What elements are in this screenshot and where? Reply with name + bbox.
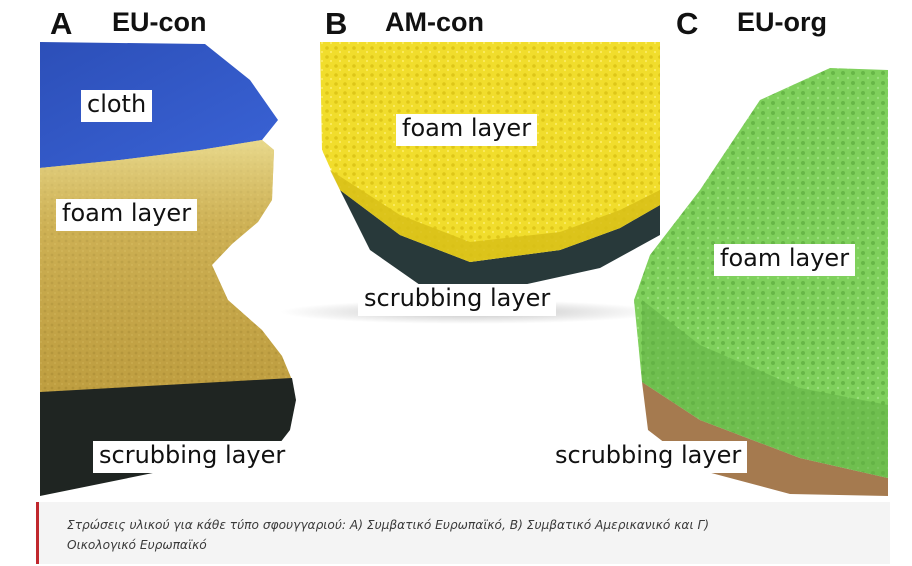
panel-c-scrub-label: scrubbing layer	[549, 441, 748, 473]
panel-b-foam-label: foam layer	[396, 114, 538, 146]
panel-b-letter: B	[325, 6, 348, 41]
foam-layer-shape	[320, 42, 660, 262]
panel-c-letter: C	[676, 6, 699, 41]
panel-b-scrub-label: scrubbing layer	[358, 284, 557, 316]
panel-a-scrub-label: scrubbing layer	[93, 441, 292, 473]
scrub-layer-shape	[340, 190, 660, 290]
caption-line-1: Στρώσεις υλικού για κάθε τύπο σφουγγαριο…	[67, 518, 709, 532]
caption-line-2: Οικολογικό Ευρωπαϊκό	[67, 538, 207, 552]
panel-b-sponge-photo	[280, 42, 660, 324]
panel-a-cloth-label: cloth	[81, 90, 153, 122]
cloth-layer-shape	[40, 42, 278, 168]
panel-a-foam-label: foam layer	[56, 199, 198, 231]
foam-side-edge	[330, 170, 660, 262]
panel-a-letter: A	[50, 6, 73, 41]
panel-a-title: EU-con	[112, 7, 207, 37]
panel-c-title: EU-org	[737, 7, 827, 37]
panel-b-title: AM-con	[385, 7, 484, 37]
figure-caption: Στρώσεις υλικού για κάθε τύπο σφουγγαριο…	[36, 502, 890, 564]
sponge-layers-figure: A EU-con	[40, 6, 888, 496]
panel-c-foam-label: foam layer	[714, 244, 856, 276]
foam-side-edge	[642, 300, 888, 478]
